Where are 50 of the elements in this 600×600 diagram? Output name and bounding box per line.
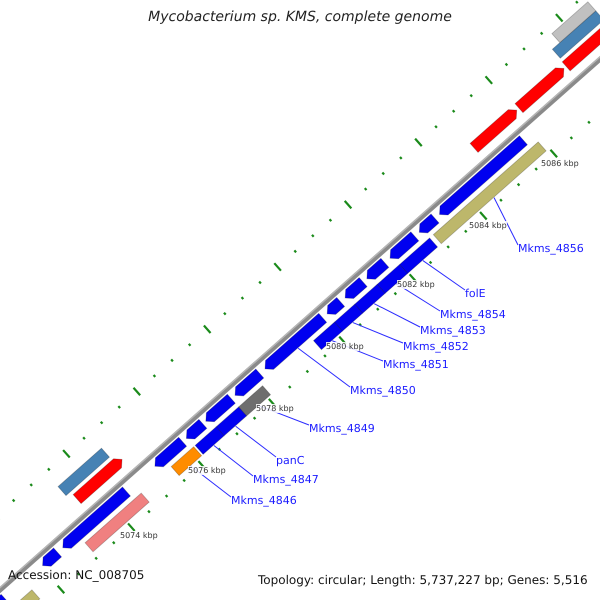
gene-block xyxy=(186,418,208,440)
accession-text: Accession: NC_008705 xyxy=(8,569,144,583)
leader-line xyxy=(213,444,254,476)
gene-block xyxy=(234,368,264,396)
gene-block xyxy=(57,448,110,496)
gene-block xyxy=(326,296,346,315)
gene-label: Mkms_4847 xyxy=(253,474,319,487)
gene-block xyxy=(154,436,188,468)
scale-label: 5086 kbp xyxy=(541,159,579,168)
gene-label: Mkms_4853 xyxy=(420,325,486,338)
leader-line xyxy=(422,260,466,290)
scale-label: 5082 kbp xyxy=(397,280,435,290)
gene-block xyxy=(366,258,390,280)
leader-line xyxy=(494,197,518,246)
gene-label: Mkms_4851 xyxy=(383,359,449,372)
gene-block xyxy=(470,109,518,153)
gene-block xyxy=(194,426,225,455)
gene-block xyxy=(562,26,600,72)
gene-block xyxy=(72,458,122,504)
gene-label: Mkms_4850 xyxy=(350,385,416,398)
gene-block xyxy=(354,284,386,314)
gene-label: Mkms_4856 xyxy=(518,243,584,256)
title: Mycobacterium sp. KMS, complete genome xyxy=(147,9,453,26)
scale-label: 5080 kbp xyxy=(326,342,364,352)
gene-block xyxy=(390,231,420,260)
scale-label: 5076 kbp xyxy=(188,466,226,476)
leader-line xyxy=(235,426,276,458)
gene-block xyxy=(514,67,564,114)
gene-block xyxy=(334,304,364,332)
gene-block xyxy=(399,237,438,274)
leader-line xyxy=(352,322,404,344)
gene-label: Mkms_4854 xyxy=(440,309,506,322)
gene-label: panC xyxy=(276,455,304,468)
genome-info-text: Topology: circular; Length: 5,737,227 bp; Genes: 5,516 xyxy=(258,574,588,588)
scale-label: 5084 kbp xyxy=(469,221,507,230)
gene-label: Mkms_4852 xyxy=(403,341,469,354)
gene-label: Mkms_4846 xyxy=(231,495,297,508)
gene-block xyxy=(216,406,248,436)
gene-block xyxy=(439,135,528,216)
scale-label: 5074 kbp xyxy=(120,531,158,540)
gene-label: Mkms_4849 xyxy=(309,423,375,436)
gene-block xyxy=(551,1,596,44)
scale-label: 5078 kbp xyxy=(256,404,294,414)
gene-block xyxy=(205,394,236,422)
gene-block xyxy=(552,10,600,59)
gene-block xyxy=(42,547,62,567)
gene-block xyxy=(344,277,368,299)
leader-line xyxy=(374,303,420,328)
gene-label: folE xyxy=(465,288,486,301)
gene-block xyxy=(418,213,440,234)
